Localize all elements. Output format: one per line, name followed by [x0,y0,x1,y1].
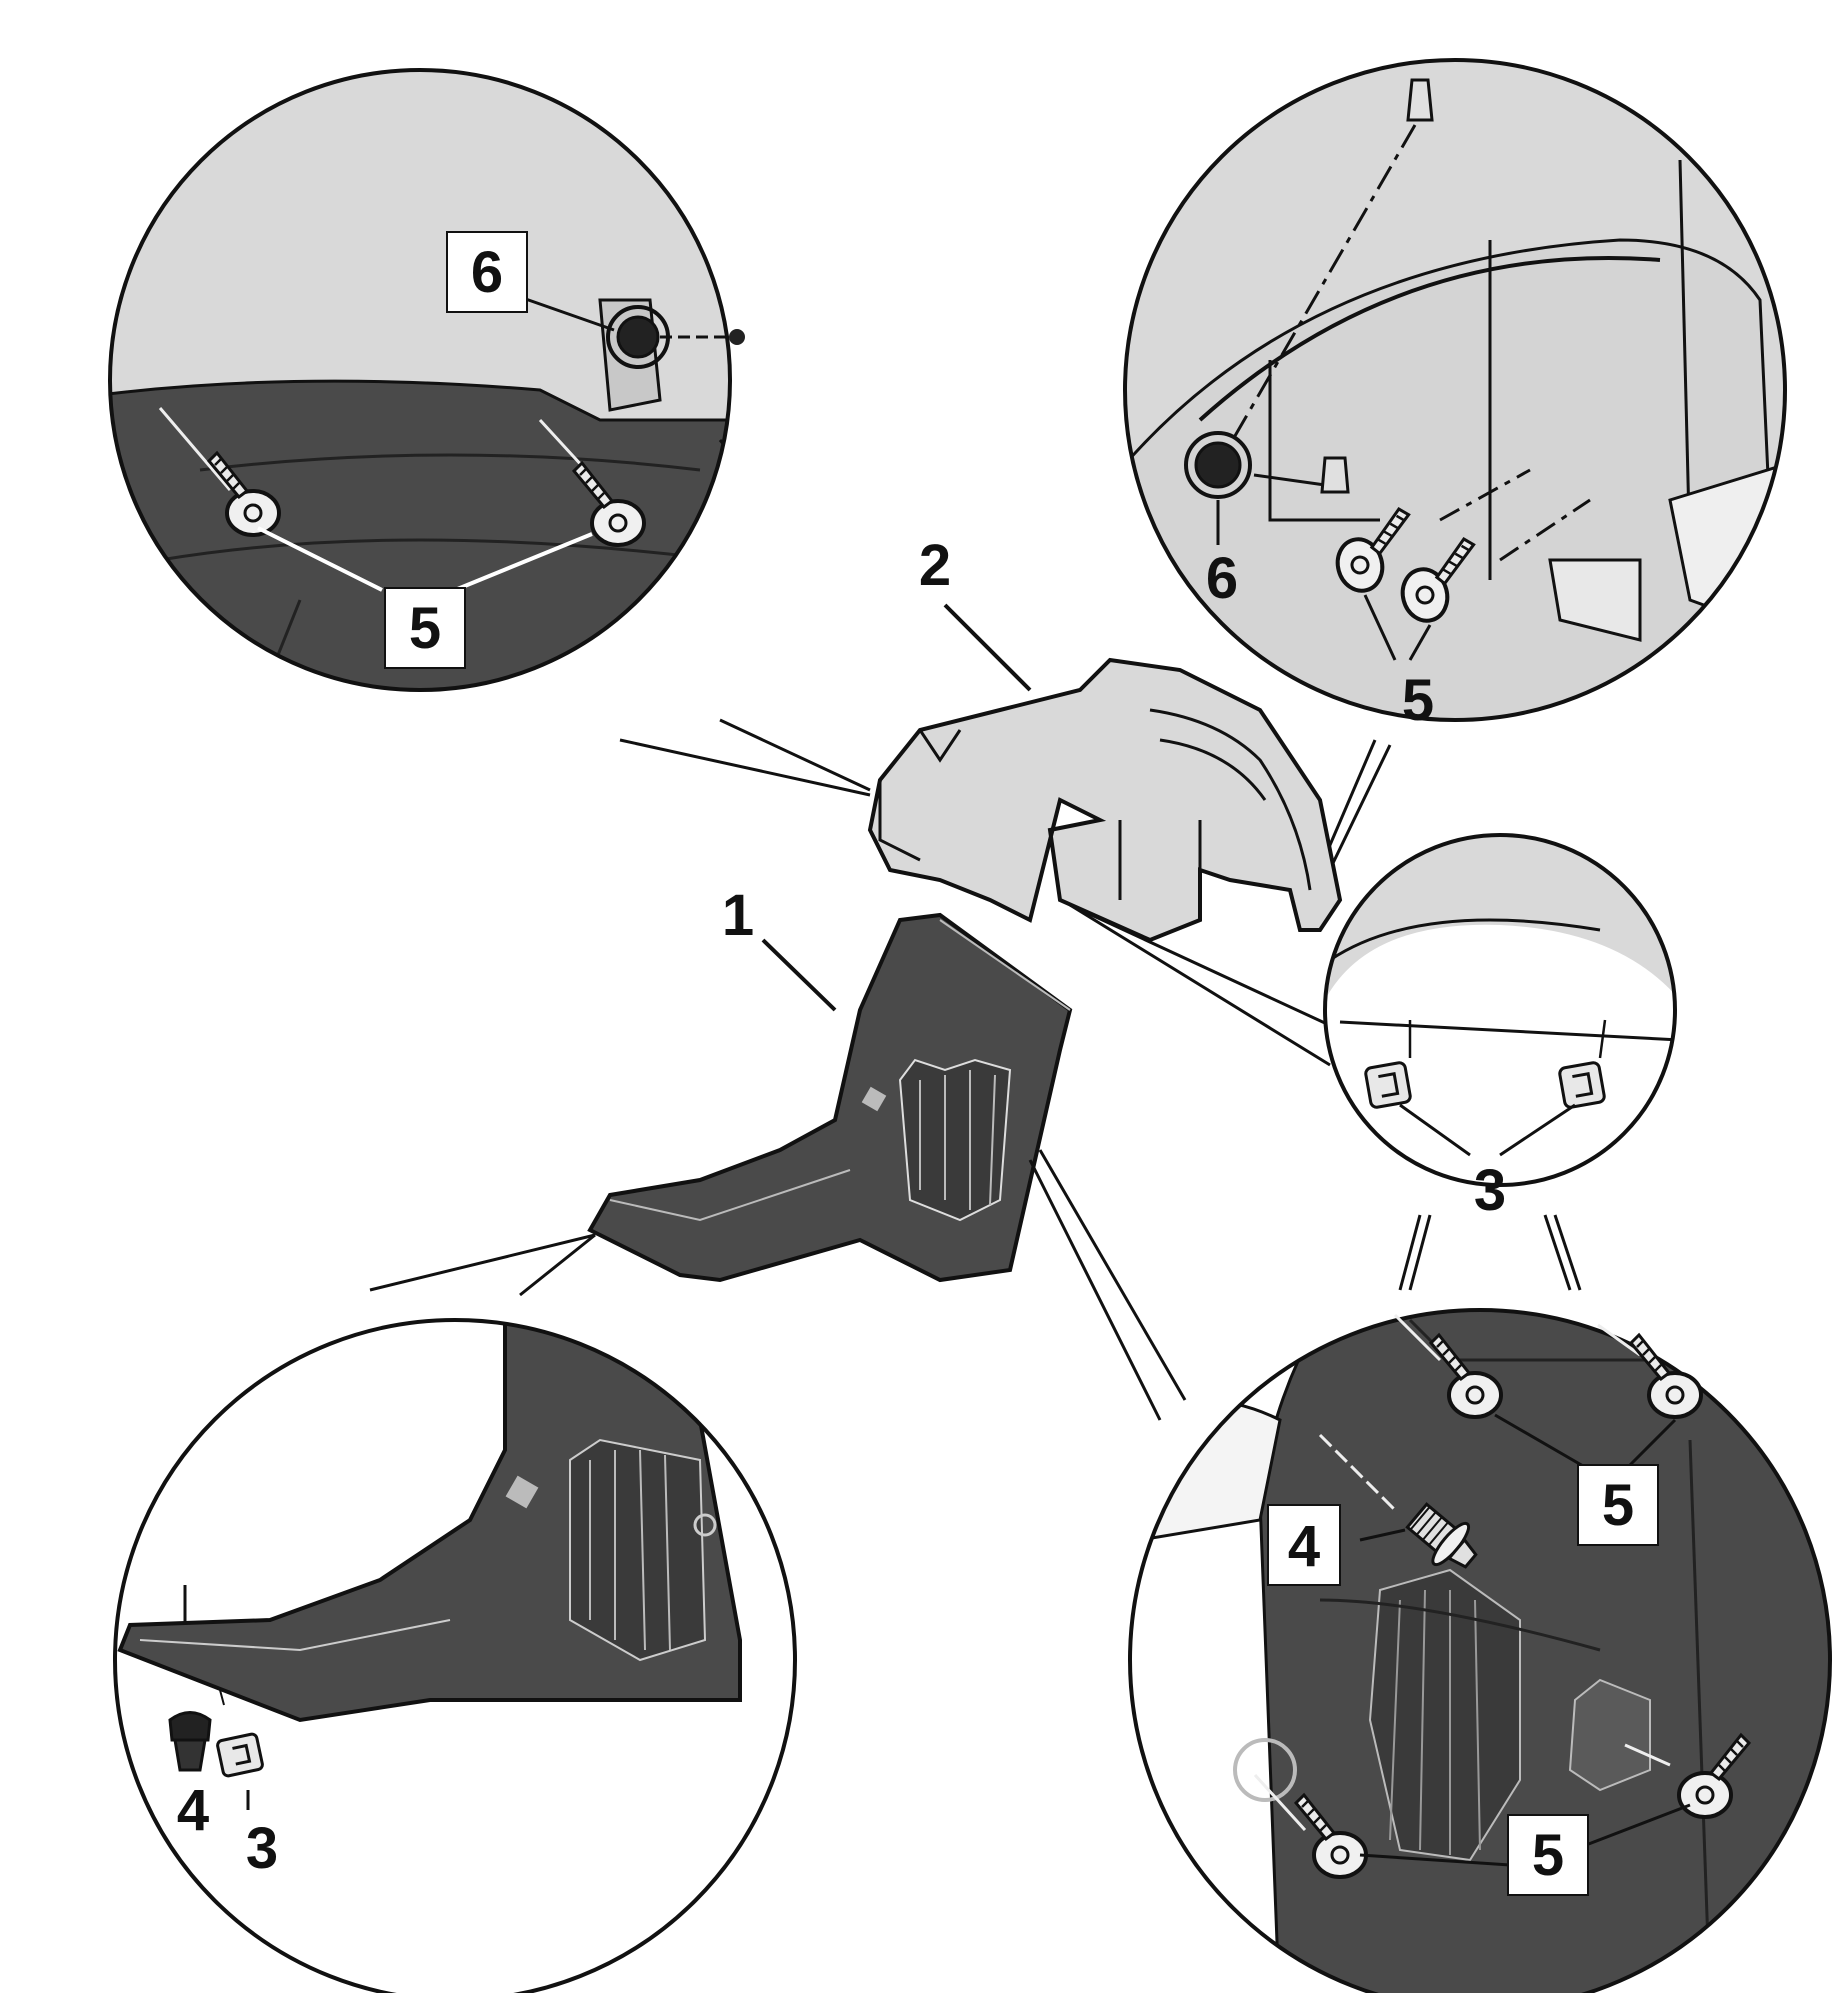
callout-4-text: 4 [177,1778,209,1843]
callout-6-text: 6 [471,240,503,305]
detail-circle-mid-right [1323,833,1677,1291]
clip-nut-icon [216,1732,264,1778]
callout-3-bottom-left: 3 [246,1816,278,1881]
callout-1: 1 [722,883,754,948]
callout-5-top-left: 5 [384,587,466,669]
callout-5-bottom-right-upper: 5 [1577,1464,1659,1546]
leader-part-2 [943,603,1032,692]
callout-6-text: 6 [1206,546,1238,611]
callout-3-mid-right: 3 [1474,1158,1506,1223]
callout-5-top-right: 5 [1402,668,1434,733]
callout-6-top-right: 6 [1206,546,1238,611]
callout-5-text: 5 [409,596,441,661]
callout-2: 2 [919,533,951,598]
callout-1-text: 1 [722,883,754,948]
detail-circle-bottom-left [113,1318,797,1993]
callout-4-bottom-left: 4 [177,1778,209,1843]
callout-3-text: 3 [1474,1158,1506,1223]
callout-4-text: 4 [1288,1514,1320,1579]
callout-5-bottom-right-lower: 5 [1507,1814,1589,1896]
callout-4-bottom-right: 4 [1267,1504,1341,1586]
leader-part-1 [761,938,837,1012]
push-rivet-icon [1405,1502,1478,1569]
detail-circle-bottom-right [1128,1308,1832,1993]
part-2-wheel-arch-liner [867,657,1343,943]
callout-3-text: 3 [246,1816,278,1881]
callout-5-text: 5 [1602,1473,1634,1538]
callout-5-text: 5 [1402,668,1434,733]
callouts: 1 2 3 3 4 4 5 5 5 5 [177,231,1659,1896]
callout-5-text: 5 [1532,1823,1564,1888]
callout-6-top-left: 6 [446,231,528,313]
detail-circle-top-left [108,68,871,797]
part-1-lower-liner [587,912,1073,1283]
callout-2-text: 2 [919,533,951,598]
push-rivet-icon [168,1711,212,1772]
